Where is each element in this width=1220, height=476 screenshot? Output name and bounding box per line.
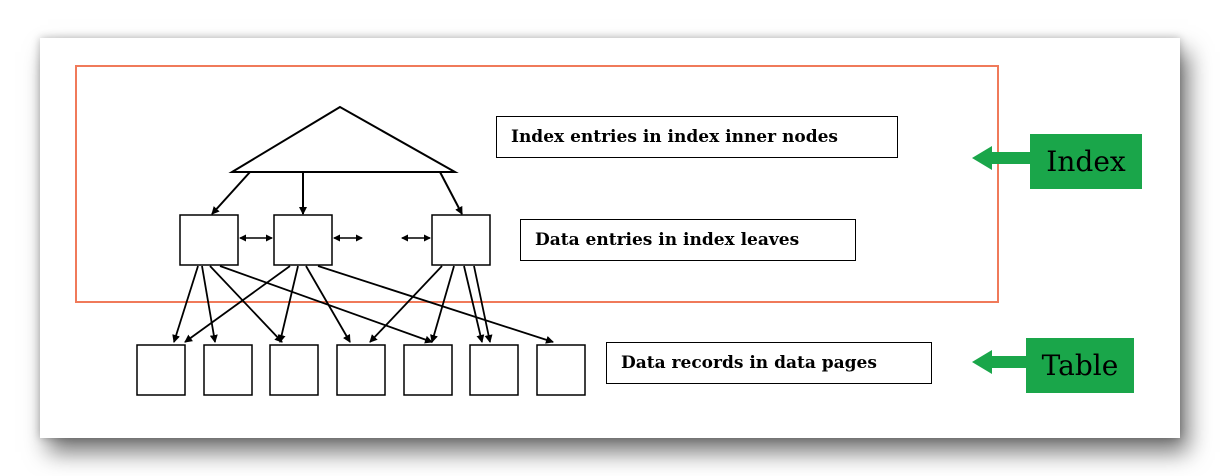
leaf-node-3 <box>431 214 491 266</box>
data-page-3 <box>269 344 319 396</box>
data-pages-label-text: Data records in data pages <box>621 353 877 373</box>
data-page-6 <box>469 344 519 396</box>
leaves-label: Data entries in index leaves <box>520 219 856 261</box>
inner-nodes-triangle <box>228 105 459 173</box>
table-tag-text: Table <box>1041 349 1119 382</box>
leaf-node-2 <box>273 214 333 266</box>
index-tag-text: Index <box>1046 145 1126 178</box>
index-region <box>75 65 999 303</box>
leaves-label-text: Data entries in index leaves <box>535 230 800 250</box>
data-page-1 <box>136 344 186 396</box>
inner-to-leaf-arrows <box>211 171 463 215</box>
inner-nodes-label-text: Index entries in index inner nodes <box>511 127 838 147</box>
table-arrow-icon <box>972 350 1032 374</box>
index-arrow-icon <box>972 146 1032 170</box>
leaf-node-1 <box>179 214 239 266</box>
data-pages-label: Data records in data pages <box>606 342 932 384</box>
leaf-to-page-arrows <box>172 265 554 344</box>
inner-nodes-label: Index entries in index inner nodes <box>496 116 898 158</box>
data-page-4 <box>336 344 386 396</box>
index-tag: Index <box>1030 134 1142 189</box>
data-page-7 <box>536 344 586 396</box>
data-pages <box>136 344 586 396</box>
data-page-5 <box>403 344 453 396</box>
table-tag: Table <box>1026 338 1134 393</box>
data-page-2 <box>203 344 253 396</box>
